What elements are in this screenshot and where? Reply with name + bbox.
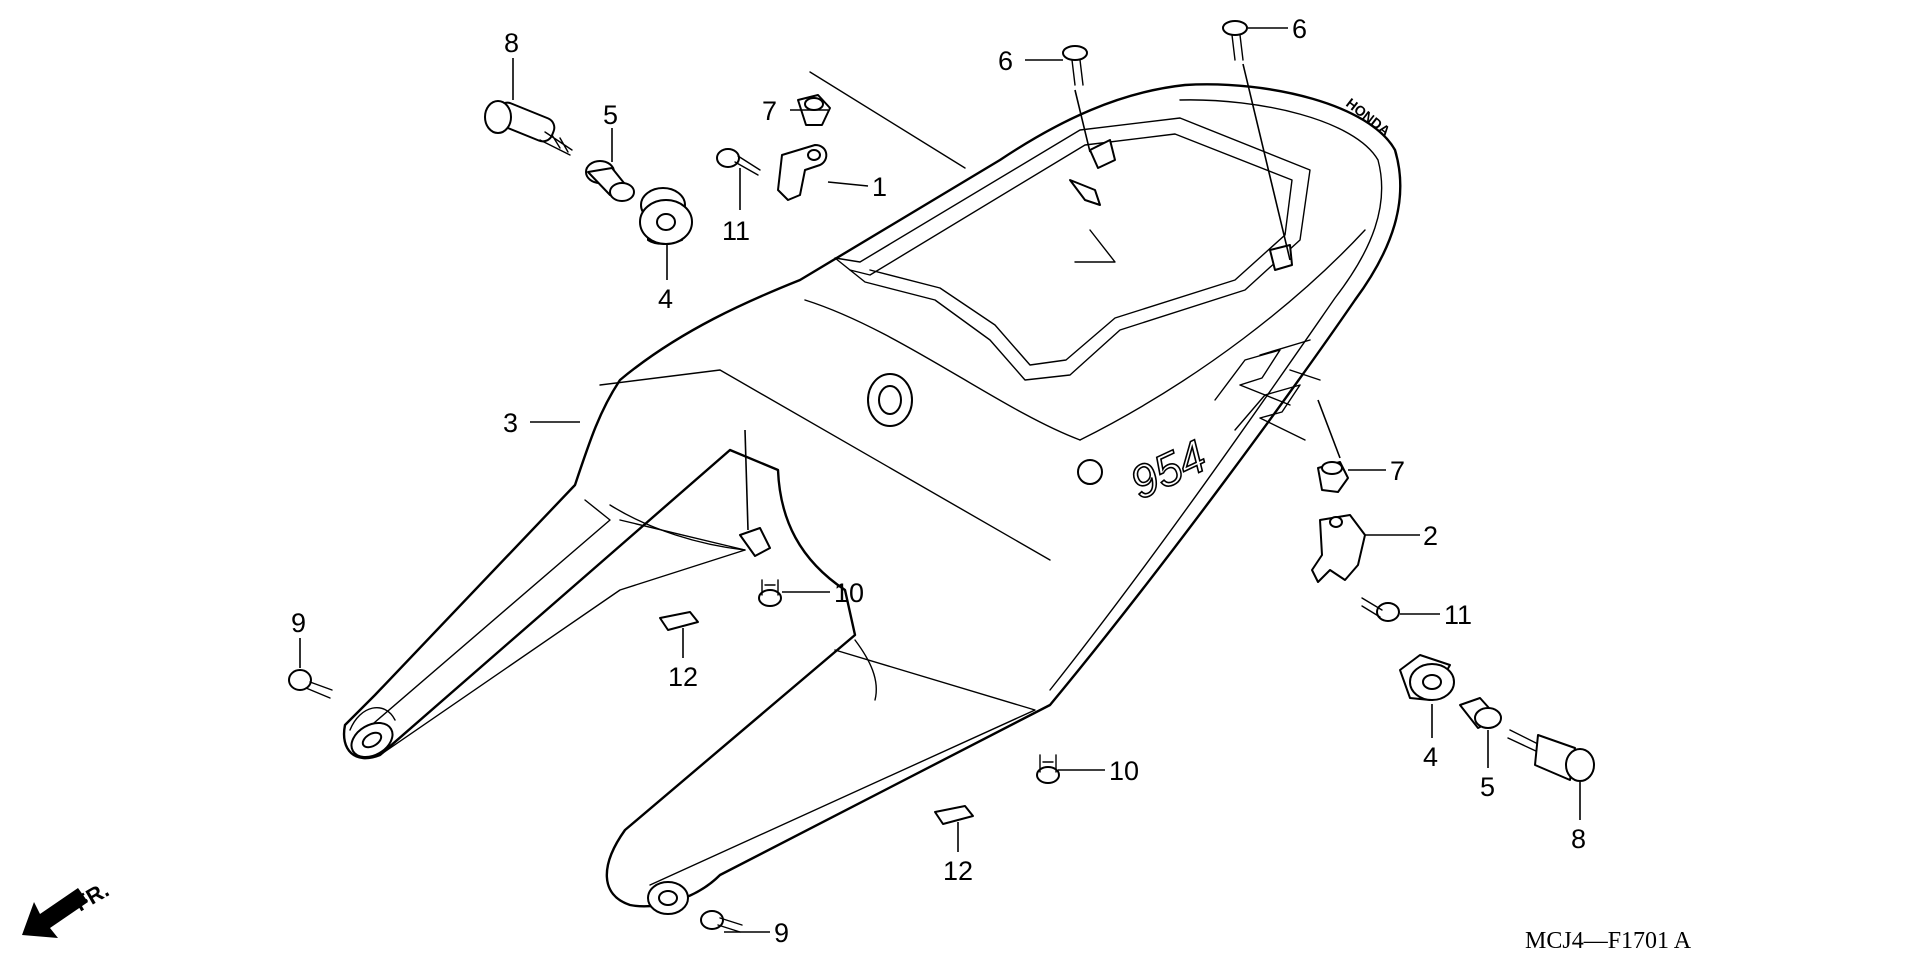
bracket-left[interactable] bbox=[777, 144, 828, 201]
callout-12: 12 bbox=[943, 856, 973, 886]
front-label: FR. bbox=[70, 877, 113, 916]
bolt-left[interactable] bbox=[716, 148, 761, 176]
rubber-mount-right[interactable] bbox=[1399, 654, 1455, 701]
model-mark: 954 bbox=[1122, 429, 1214, 509]
screw-6-right[interactable] bbox=[1222, 20, 1248, 61]
callout-5: 5 bbox=[1480, 772, 1495, 802]
collar-left[interactable] bbox=[585, 160, 635, 202]
brand-mark: HONDA bbox=[1343, 95, 1393, 139]
leader-lines bbox=[299, 27, 1581, 933]
pad-12-upper[interactable] bbox=[659, 611, 699, 631]
collar-bolt-left[interactable] bbox=[484, 100, 573, 156]
callout-8: 8 bbox=[504, 28, 519, 58]
callout-12: 12 bbox=[668, 662, 698, 692]
callout-3: 3 bbox=[503, 408, 518, 438]
callout-8: 8 bbox=[1571, 824, 1586, 854]
callout-11: 11 bbox=[722, 216, 750, 246]
bolt-right[interactable] bbox=[1361, 597, 1400, 622]
callout-10: 10 bbox=[1109, 756, 1139, 786]
callout-2: 2 bbox=[1423, 521, 1438, 551]
callout-5: 5 bbox=[603, 100, 618, 130]
callout-11: 11 bbox=[1444, 600, 1472, 630]
screw-6-left[interactable] bbox=[1062, 45, 1088, 86]
collar-bolt-right[interactable] bbox=[1507, 729, 1595, 782]
screw-9-left[interactable] bbox=[288, 669, 333, 699]
clip-10-upper[interactable] bbox=[758, 579, 782, 607]
grommet-right[interactable] bbox=[1317, 461, 1349, 493]
callout-6: 6 bbox=[998, 46, 1013, 76]
callout-6: 6 bbox=[1292, 14, 1307, 44]
front-arrow-icon bbox=[22, 888, 88, 938]
callout-9: 9 bbox=[291, 608, 306, 638]
callout-4: 4 bbox=[1423, 742, 1438, 772]
callout-7: 7 bbox=[762, 96, 777, 126]
seat-cowl[interactable] bbox=[342, 71, 1402, 915]
collar-right[interactable] bbox=[1459, 697, 1502, 729]
callout-4: 4 bbox=[658, 284, 673, 314]
callout-9: 9 bbox=[774, 918, 789, 948]
callout-7: 7 bbox=[1390, 456, 1405, 486]
pad-12-lower[interactable] bbox=[934, 805, 974, 825]
rubber-mount-left[interactable] bbox=[639, 187, 693, 245]
screw-9-bottom[interactable] bbox=[700, 910, 743, 933]
callout-1: 1 bbox=[872, 172, 887, 202]
diagram-code: MCJ4—F1701 A bbox=[1525, 928, 1692, 954]
bracket-right[interactable] bbox=[1311, 514, 1366, 583]
callout-10: 10 bbox=[834, 578, 864, 608]
clip-10-lower[interactable] bbox=[1036, 754, 1060, 784]
rr-logo bbox=[1214, 339, 1321, 441]
